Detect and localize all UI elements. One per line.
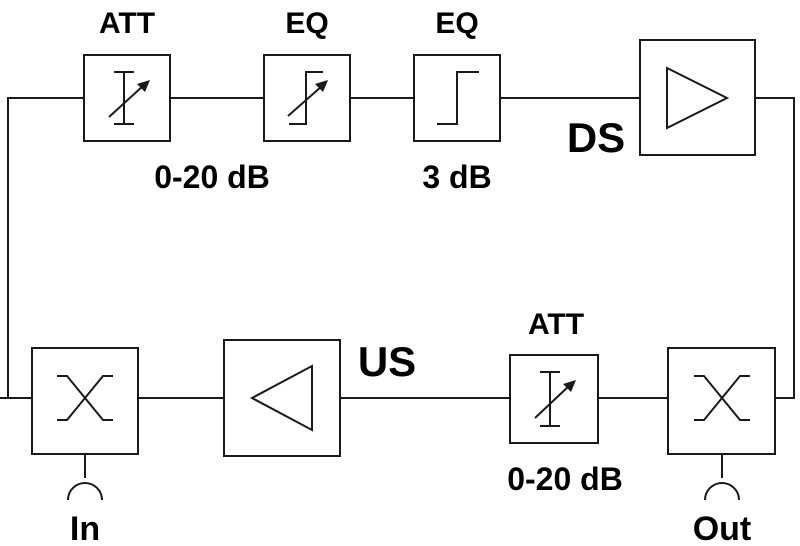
coupler-in-block: In — [31, 347, 139, 546]
att-bottom-title: ATT — [528, 308, 584, 341]
variable-equalizer-icon — [287, 71, 328, 125]
amplifier-left-icon — [249, 364, 313, 432]
amplifier-right-icon — [666, 66, 730, 130]
us-amplifier-block: US — [223, 338, 416, 457]
coupler-out-block: Out — [667, 347, 776, 546]
coupler-out-box — [667, 347, 776, 455]
coupler-in-box — [31, 347, 139, 455]
right-return-wire — [755, 97, 795, 399]
directional-coupler-icon — [694, 375, 750, 421]
eq2-title: EQ — [435, 7, 478, 40]
att-top-value: 0-20 dB — [154, 159, 270, 195]
att-bottom-block: ATT 0-20 dB — [507, 308, 623, 497]
in-label: In — [70, 510, 100, 546]
att-top-block: ATT 0-20 dB — [83, 7, 270, 195]
port-connector-icon — [704, 482, 740, 501]
variable-attenuator-icon — [534, 371, 576, 427]
wires — [0, 97, 795, 399]
att-top-box — [83, 54, 171, 142]
eq1-block: EQ — [263, 7, 351, 142]
att-bottom-value: 0-20 dB — [507, 461, 623, 497]
ds-label: DS — [567, 114, 625, 161]
directional-coupler-icon — [57, 375, 113, 421]
us-amplifier-box — [223, 339, 341, 457]
eq2-value: 3 dB — [422, 159, 491, 195]
eq1-title: EQ — [285, 7, 328, 40]
ds-amplifier-block: DS — [567, 39, 756, 161]
fixed-equalizer-icon — [437, 71, 479, 125]
eq2-block: EQ 3 dB — [413, 7, 501, 195]
out-label: Out — [693, 510, 752, 546]
att-top-title: ATT — [99, 7, 155, 40]
port-connector-icon — [67, 482, 103, 501]
us-label: US — [358, 338, 416, 385]
ds-amplifier-box — [639, 39, 756, 156]
variable-attenuator-icon — [108, 71, 150, 125]
